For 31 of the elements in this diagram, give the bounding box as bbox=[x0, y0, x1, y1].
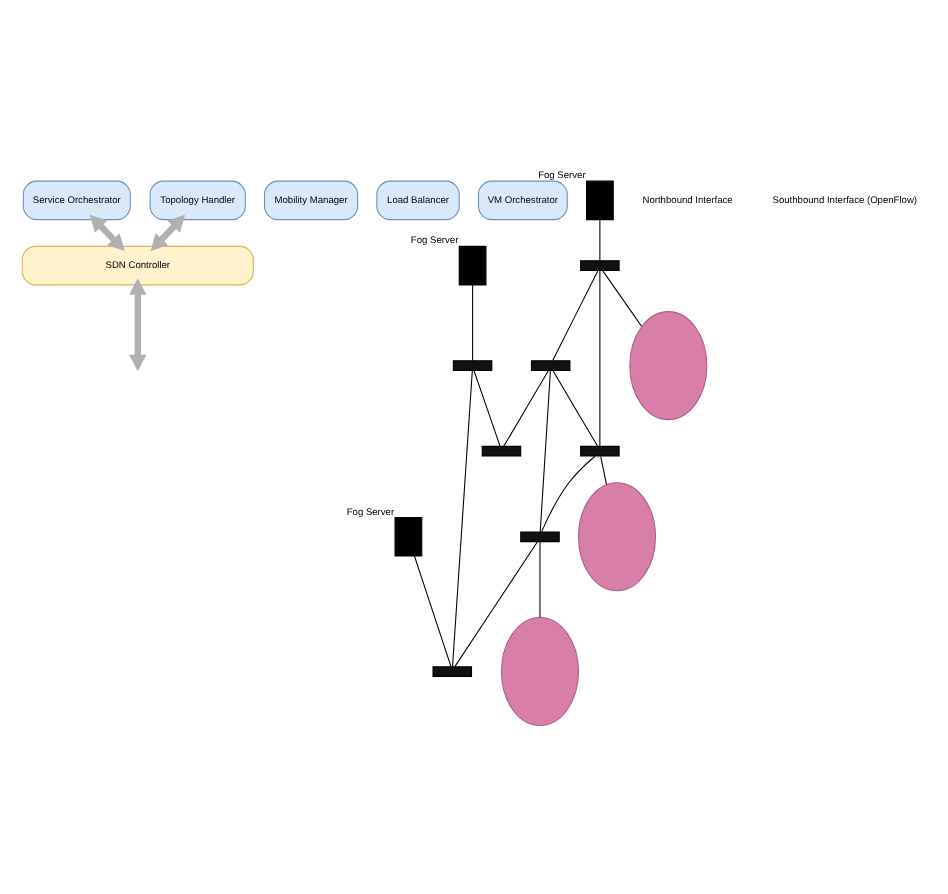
connector bbox=[599, 454, 607, 485]
node-switch bbox=[579, 444, 619, 456]
connector bbox=[540, 454, 595, 532]
node-switch bbox=[519, 530, 559, 542]
node-ellipse bbox=[628, 310, 707, 420]
connector bbox=[601, 269, 642, 326]
connector bbox=[538, 540, 540, 617]
connector bbox=[472, 369, 500, 446]
arrow bbox=[128, 277, 146, 371]
arrow bbox=[149, 213, 185, 251]
connector bbox=[412, 554, 451, 667]
connector bbox=[598, 269, 600, 446]
node-server bbox=[393, 516, 422, 556]
connector bbox=[451, 369, 472, 667]
node-switch bbox=[431, 665, 472, 676]
node-switch bbox=[529, 359, 570, 370]
node-switch bbox=[480, 444, 521, 456]
node-server bbox=[457, 244, 486, 285]
node-server bbox=[584, 179, 613, 220]
connector bbox=[453, 540, 537, 666]
connector bbox=[471, 283, 473, 361]
connector bbox=[538, 369, 550, 532]
connector bbox=[502, 369, 548, 446]
node-ellipse bbox=[499, 616, 579, 726]
connector bbox=[598, 218, 600, 261]
node-switch bbox=[579, 259, 619, 270]
connector bbox=[551, 369, 598, 446]
node-switch bbox=[451, 359, 492, 370]
connector bbox=[551, 269, 598, 360]
node-ellipse bbox=[576, 481, 656, 591]
arrow bbox=[88, 213, 124, 251]
